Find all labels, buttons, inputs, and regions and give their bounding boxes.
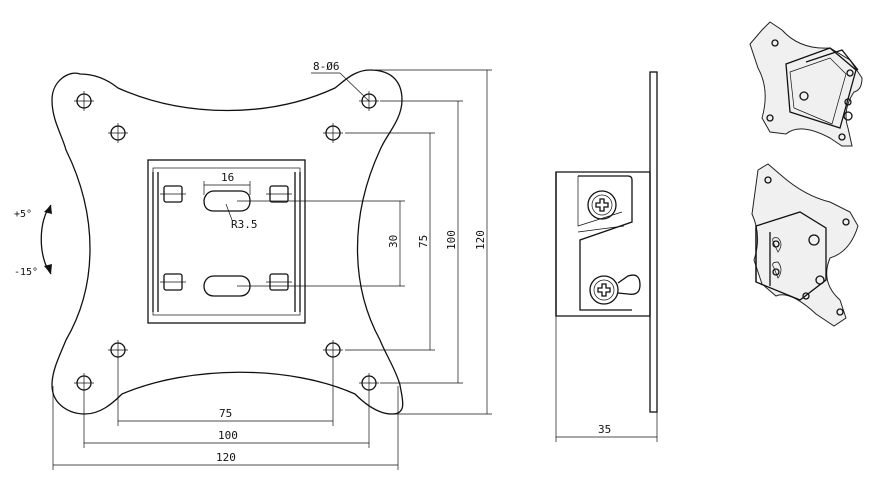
bolt — [160, 185, 186, 203]
hole-spec-label: 8-Ø6 — [313, 60, 340, 73]
front-view: 16 R3.5 8-Ø6 +5° -15° — [14, 60, 404, 415]
outer-width-label: 120 — [216, 451, 236, 464]
screw-icon — [587, 190, 617, 220]
mounting-hole — [74, 373, 94, 393]
tilt-arrow-icon — [40, 204, 52, 275]
plate-outline — [51, 69, 404, 415]
slot — [203, 275, 251, 297]
inner-height-label: 75 — [417, 235, 430, 248]
mounting-hole — [108, 123, 128, 143]
slot-radius-label: R3.5 — [231, 218, 258, 231]
slot — [203, 190, 251, 212]
vertical-dimensions: 30 75 100 120 — [237, 69, 492, 415]
mounting-hole — [359, 373, 379, 393]
slot-spacing-label: 30 — [387, 235, 400, 248]
tilt-down-label: -15° — [14, 267, 38, 278]
bolt — [160, 273, 186, 291]
slot-width-label: 16 — [221, 171, 234, 184]
iso-view-back — [751, 163, 859, 327]
mounting-hole — [108, 340, 128, 360]
bolt — [266, 185, 292, 203]
outer-height-label: 120 — [474, 230, 487, 250]
screw-icon — [589, 275, 619, 305]
mounting-hole — [323, 123, 343, 143]
iso-view-front — [749, 21, 863, 147]
mounting-hole — [74, 91, 94, 111]
horizontal-dimensions: 75 100 120 — [52, 360, 399, 470]
bolt — [266, 273, 292, 291]
mid-width-label: 100 — [218, 429, 238, 442]
center-bracket — [147, 159, 306, 324]
mounting-hole — [323, 340, 343, 360]
depth-label: 35 — [598, 423, 611, 436]
inner-width-label: 75 — [219, 407, 232, 420]
mid-height-label: 100 — [445, 230, 458, 250]
side-view: 35 — [555, 71, 658, 442]
tilt-up-label: +5° — [14, 209, 32, 220]
